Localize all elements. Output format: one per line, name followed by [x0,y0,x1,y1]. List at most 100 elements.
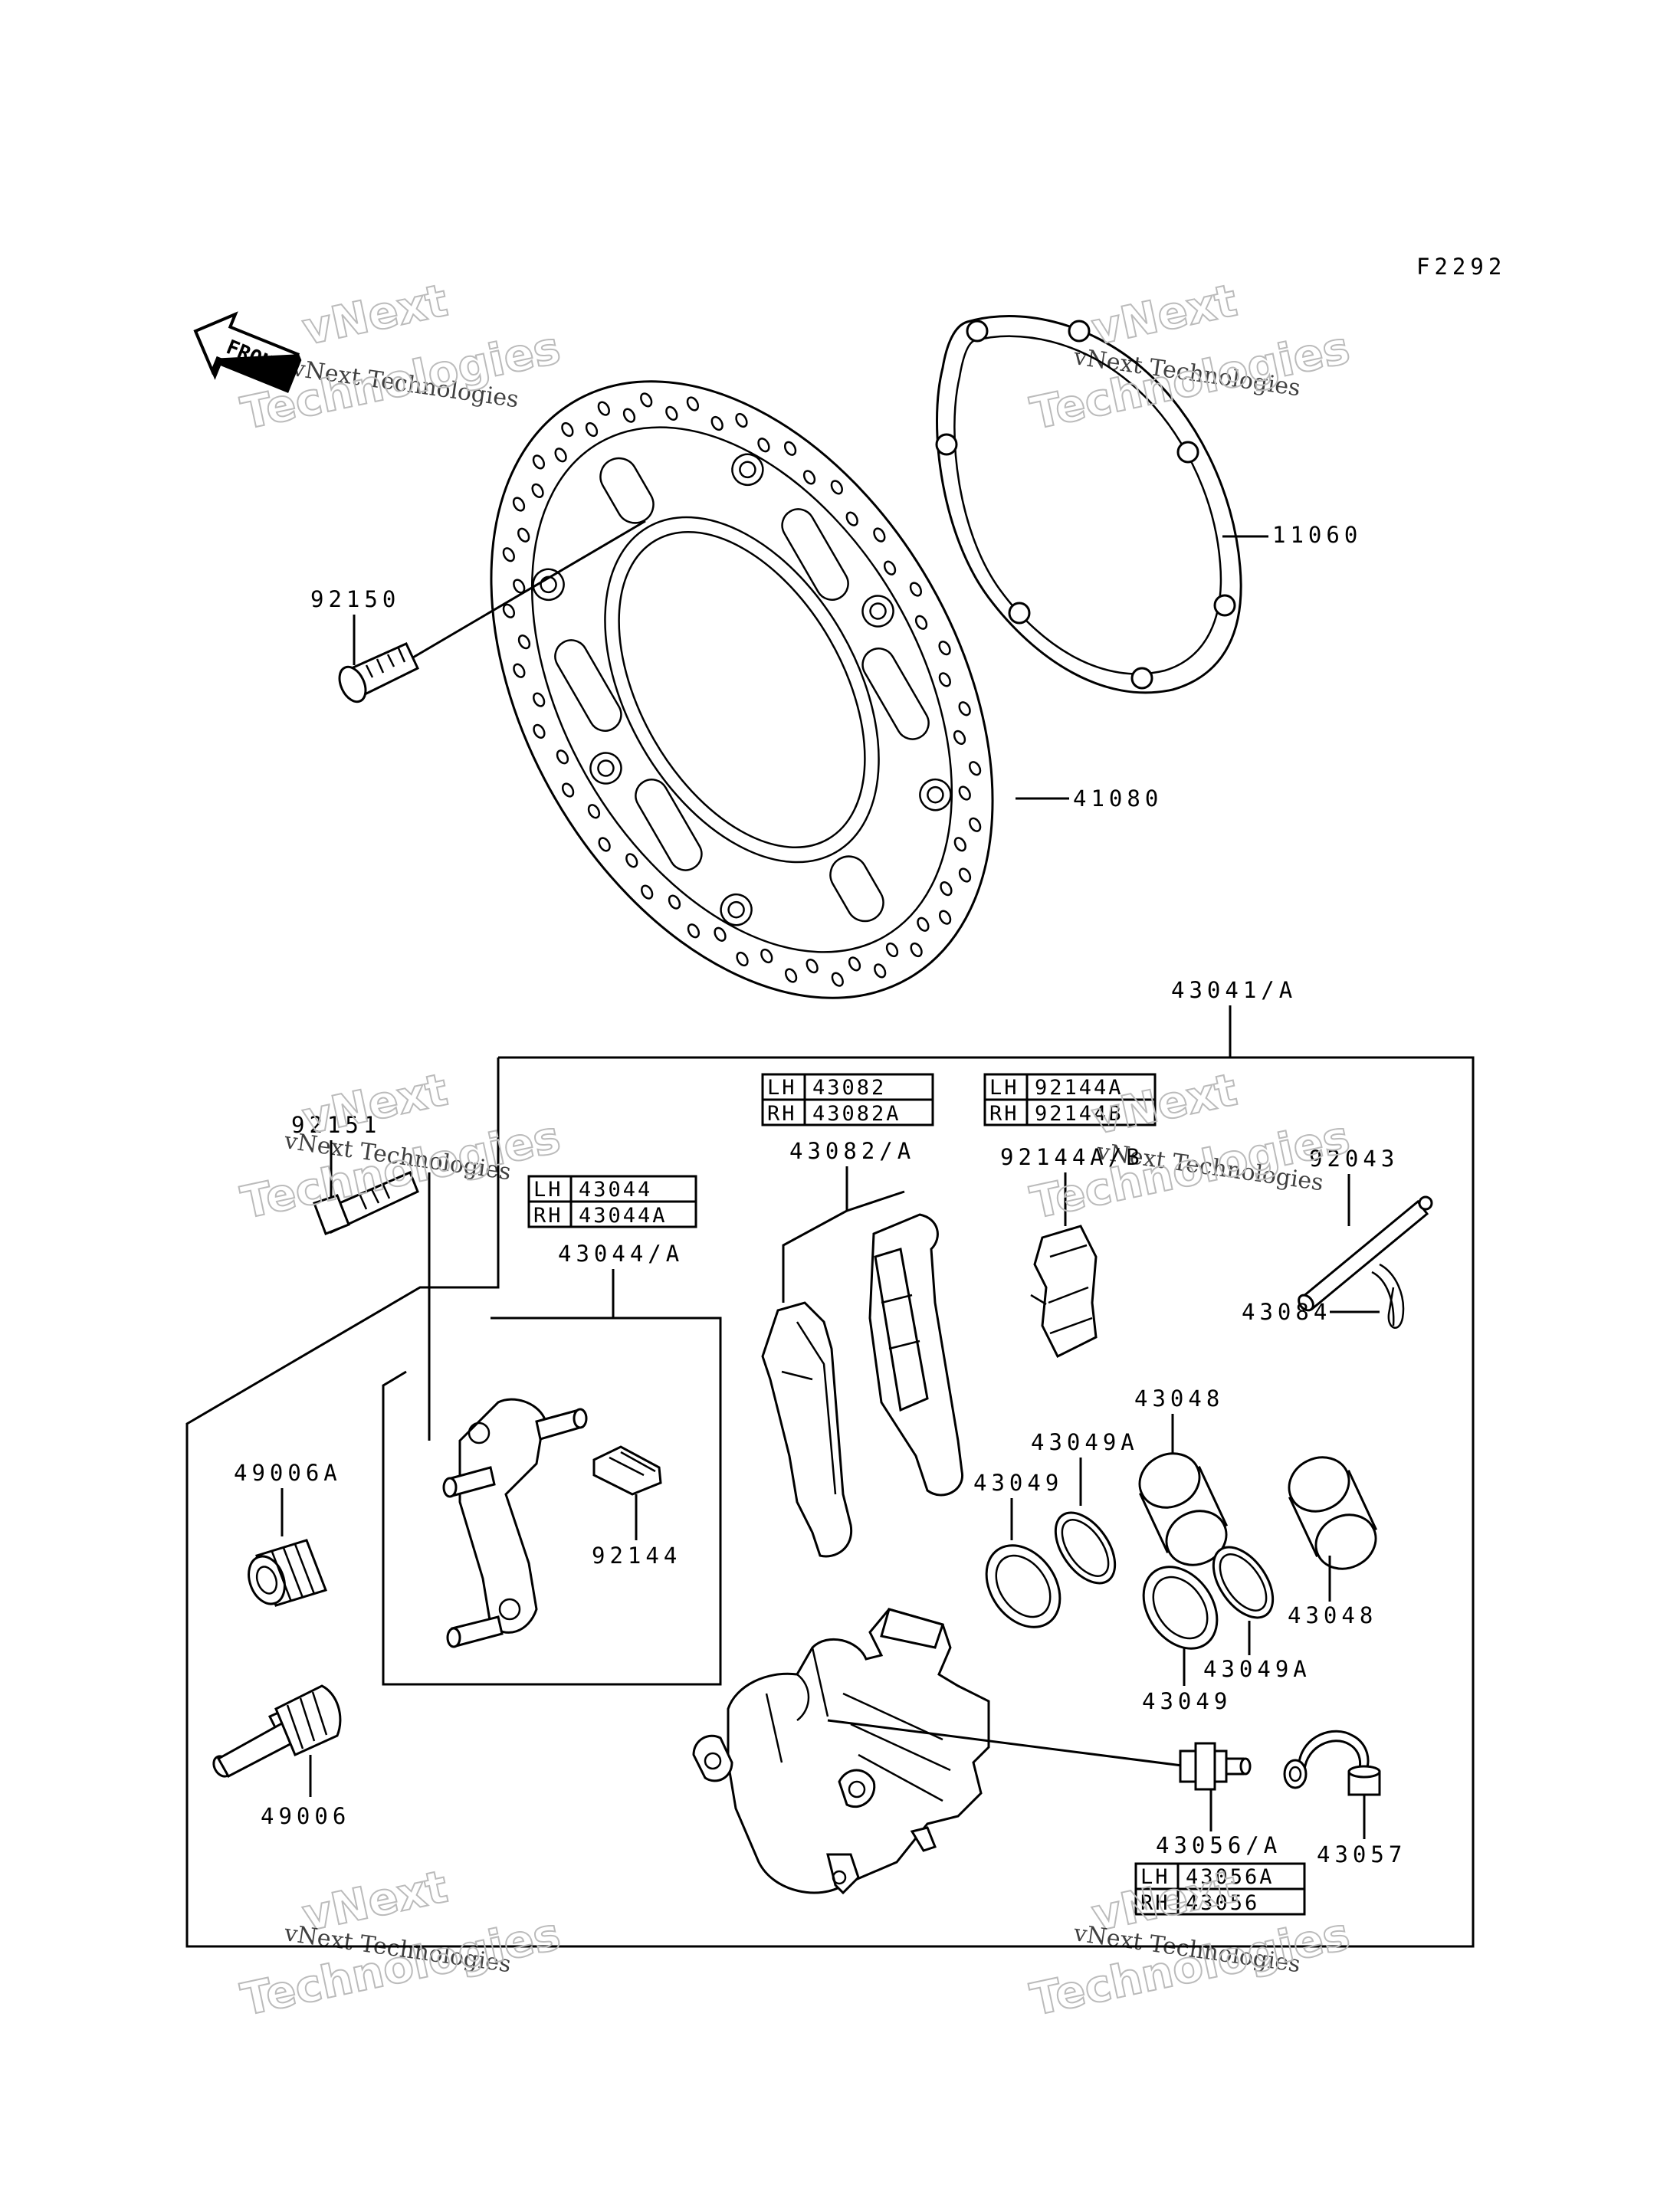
brake-disc [490,380,994,999]
svg-text:LH: LH [533,1178,563,1202]
caliper-body [692,1608,990,1895]
svg-text:92144B: 92144B [1035,1102,1124,1126]
pad-pin-92043 [1298,1195,1433,1312]
disc-vent-hole [958,701,971,716]
spec-table-43056: LH 43056A RH 43056 [1134,1862,1306,1916]
disc-vent-hole [848,956,861,972]
disc-vent-hole [665,405,678,421]
disc-vent-hole [585,421,599,438]
spec-table-92144: LH 92144A RH 92144B [983,1073,1157,1126]
svg-text:LH: LH [1140,1865,1170,1889]
disc-vent-hole [533,692,546,707]
disc-vent-hole [802,470,816,485]
svg-text:LH: LH [767,1076,797,1100]
disc-vent-hole [533,723,546,739]
disc-vent-hole [512,497,526,512]
part-label-43057: 43057 [1317,1841,1406,1867]
disc-vent-hole [502,547,515,562]
disc-vent-hole [831,972,844,987]
brake-pad-left [761,1301,853,1558]
dust-seal-upper [1054,1511,1117,1585]
pad-spring-92144 [592,1445,662,1496]
disc-vent-hole [938,672,951,687]
disc-vent-hole [914,615,928,630]
disc-vent-hole [641,884,654,900]
disc-vent-hole [554,448,567,463]
piston-seal-lower [1142,1566,1219,1650]
disc-vent-hole [687,923,701,939]
disc-vent-hole [531,483,544,498]
svg-text:43082A: 43082A [812,1102,901,1126]
svg-text:43056: 43056 [1186,1891,1259,1915]
part-label-43044: 43044/A [558,1241,684,1267]
bleeder-valve [1179,1742,1252,1791]
disc-vent-hole [561,421,574,438]
disc-vent-hole [958,867,972,883]
piston-lower [1288,1456,1377,1570]
svg-text:RH: RH [1140,1891,1170,1915]
disc-vent-hole [517,635,531,650]
disc-vent-hole [874,963,887,979]
disc-vent-hole [953,837,966,852]
svg-text:Technologies: Technologies [1026,1110,1354,1228]
piston-upper [1138,1452,1228,1566]
part-label-92043: 92043 [1309,1146,1399,1172]
disc-vent-hole [910,942,923,958]
svg-text:43082: 43082 [812,1076,886,1100]
disc-vent-hole [502,603,516,618]
svg-text:RH: RH [989,1102,1019,1126]
part-label-43048-b: 43048 [1288,1602,1377,1628]
part-label-43084: 43084 [1242,1299,1331,1325]
caliper-bracket [442,1398,588,1648]
disc-vent-hole [710,415,724,431]
disc-vent-hole [909,582,923,597]
disc-vent-hole [736,951,749,967]
pin-clip-43084 [1371,1263,1405,1329]
disc-vent-hole [640,392,653,408]
part-label-43049A-a: 43049A [1031,1429,1139,1455]
disc-vent-hole [873,527,886,543]
part-label-92150: 92150 [310,586,400,612]
part-label-43056: 43056/A [1156,1832,1281,1858]
svg-text:vNext: vNext [1088,274,1242,356]
svg-text:43044: 43044 [579,1178,652,1202]
disc-vent-hole [757,438,770,453]
anti-rattle-spring [1030,1225,1098,1359]
part-label-43049-b: 43049 [1142,1688,1232,1714]
part-label-43082: 43082/A [789,1138,915,1164]
part-label-43049-a: 43049 [973,1470,1063,1496]
disc-vent-hole [938,910,952,925]
part-label-49006: 49006 [261,1803,350,1829]
disc-vent-hole [845,511,858,526]
dust-cap-49006A [248,1539,327,1607]
disc-vent-hole [969,817,982,832]
part-label-92151: 92151 [291,1112,381,1138]
disc-vent-hole [714,926,727,942]
spec-table-43082: LH 43082 RH 43082A [761,1073,934,1126]
disc-vent-hole [561,782,575,798]
disc-vent-hole [806,958,819,974]
part-label-43048-a: 43048 [1134,1385,1224,1412]
disc-vent-hole [513,663,526,678]
disc-vent-hole [953,730,966,745]
piston-seal-upper [985,1544,1061,1628]
disc-vent-hole [883,560,897,575]
disc-vent-hole [958,785,971,801]
part-label-92144ab: 92144A/B [1000,1144,1144,1170]
watermark-top-right: vNext vNext Technologies Technologies [1025,274,1355,441]
brake-pad-right [868,1213,963,1497]
disc-bolt-92150 [338,520,646,703]
part-label-43049A-b: 43049A [1203,1656,1311,1682]
disc-vent-hole [597,401,610,416]
svg-text:vNext: vNext [298,274,452,356]
svg-text:RH: RH [533,1204,563,1228]
disc-gasket [935,315,1242,694]
disc-vent-hole [885,942,899,958]
disc-vent-hole [625,853,638,868]
disc-vent-hole [556,749,569,765]
disc-vent-hole [784,968,798,983]
disc-vent-hole [587,804,601,819]
dust-seal-lower [1212,1546,1275,1619]
disc-vent-hole [598,837,611,852]
